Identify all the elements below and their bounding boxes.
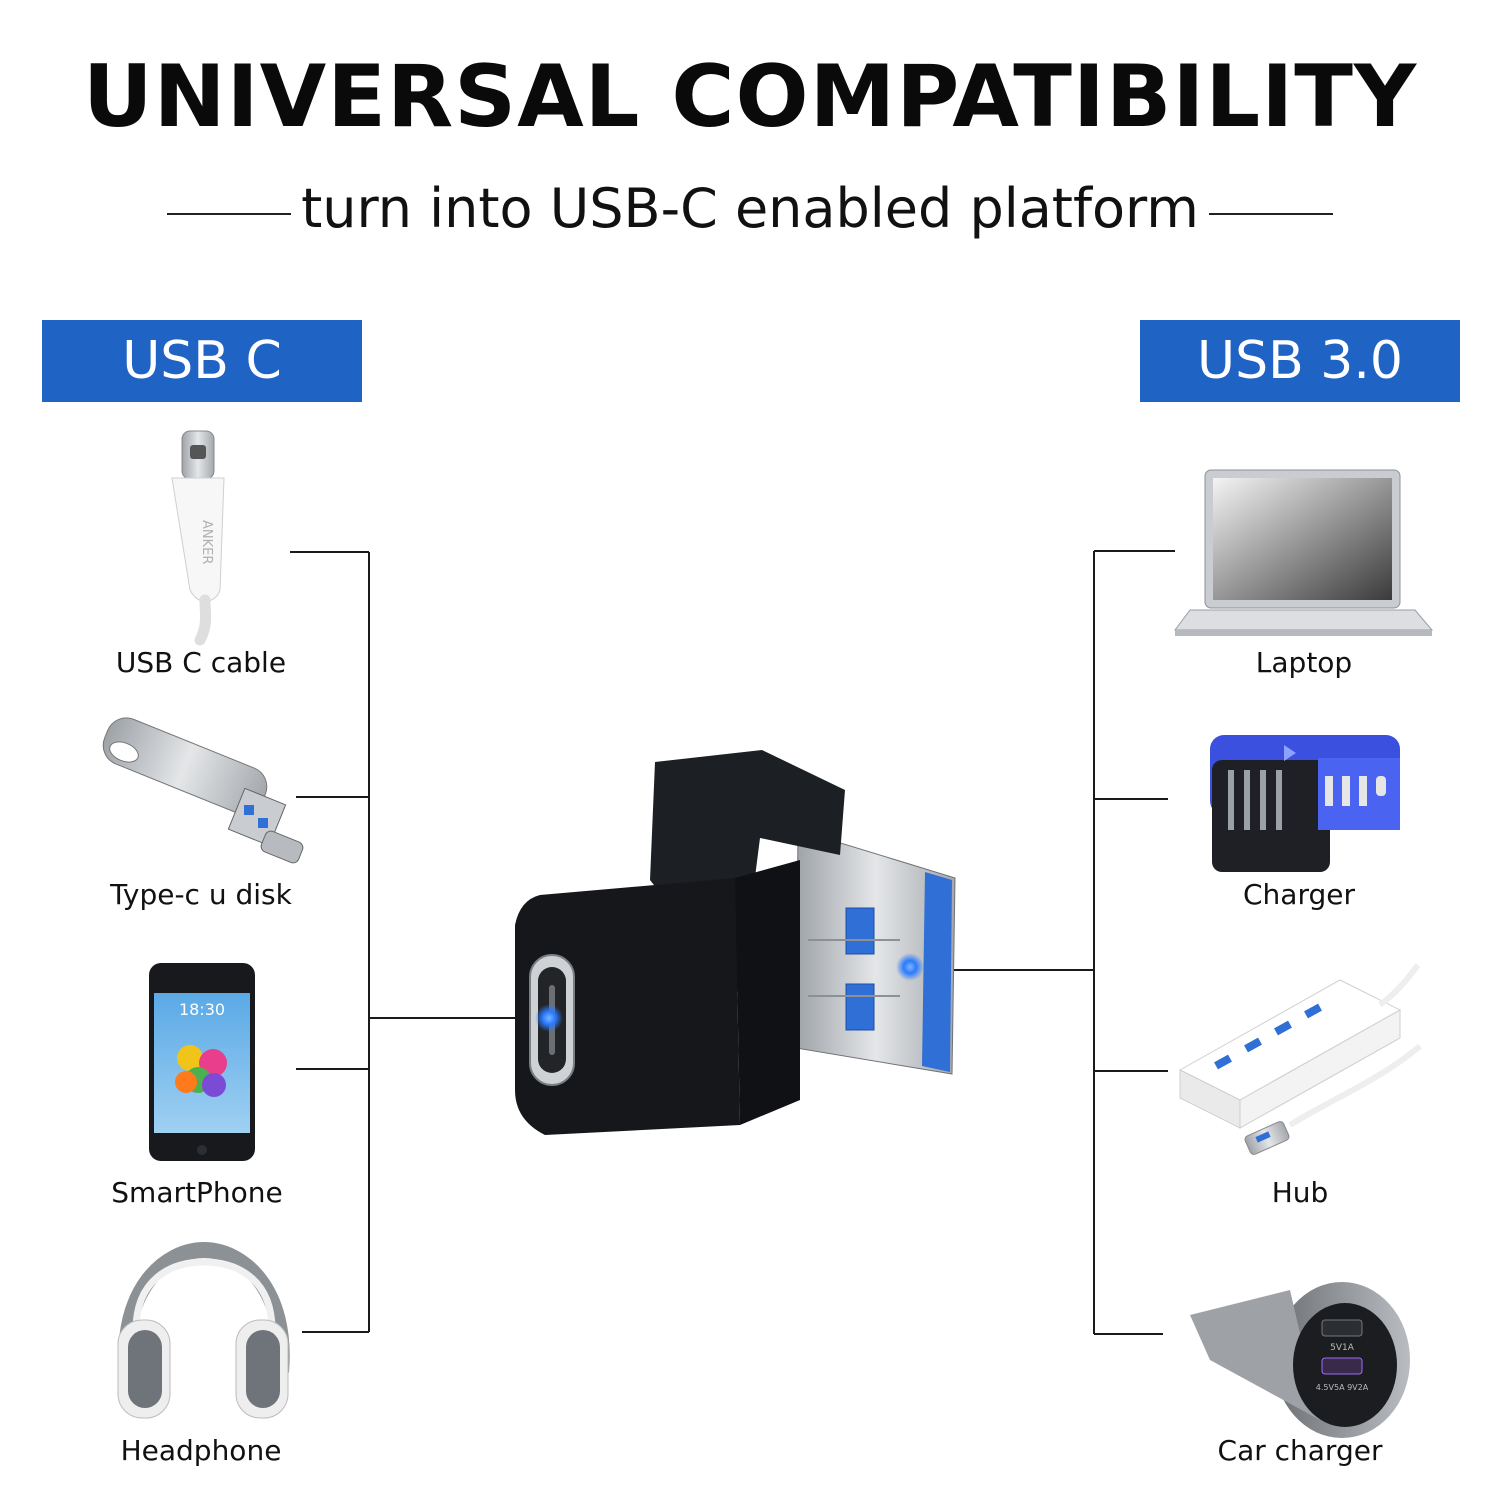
page-title: UNIVERSAL COMPATIBILITY <box>82 47 1418 147</box>
smartphone-icon: 18:30 <box>149 963 255 1161</box>
label-car-charger: Car charger <box>1217 1434 1383 1467</box>
right-led-indicator <box>896 953 924 981</box>
car-port1-text: 5V1A <box>1330 1343 1355 1353</box>
left-led-indicator <box>535 1004 563 1032</box>
usb-c-adapter-icon <box>515 750 956 1135</box>
car-port2-text: 4.5V5A 9V2A <box>1316 1383 1369 1392</box>
label-laptop: Laptop <box>1255 646 1353 679</box>
usb-hub-icon <box>1178 963 1422 1155</box>
label-charger: Charger <box>1243 878 1355 911</box>
subtitle-rule-right <box>1209 213 1333 215</box>
travel-charger-icon <box>1210 735 1400 872</box>
cable-brand-text: ANKER <box>199 520 214 564</box>
usb-c-badge: USB C <box>42 320 362 402</box>
subtitle-rule-left <box>167 213 291 215</box>
label-type-c-u-disk: Type-c u disk <box>110 878 292 911</box>
right-connector-lines <box>918 550 1175 1335</box>
usb-3-badge: USB 3.0 <box>1140 320 1460 402</box>
headphone-icon <box>117 1241 290 1419</box>
label-hub: Hub <box>1271 1176 1329 1209</box>
page-subtitle: turn into USB-C enabled platform <box>301 177 1199 240</box>
label-usb-c-cable: USB C cable <box>115 646 287 679</box>
phone-time-text: 18:30 <box>179 1000 225 1019</box>
laptop-icon <box>1174 469 1434 636</box>
label-smartphone: SmartPhone <box>111 1176 283 1209</box>
usb-c-cable-icon: ANKER <box>171 430 225 646</box>
left-connector-lines <box>290 551 520 1333</box>
usb-flash-drive-icon <box>102 717 304 864</box>
label-headphone: Headphone <box>120 1434 282 1467</box>
car-charger-icon: 5V1A 4.5V5A 9V2A <box>1190 1282 1410 1438</box>
